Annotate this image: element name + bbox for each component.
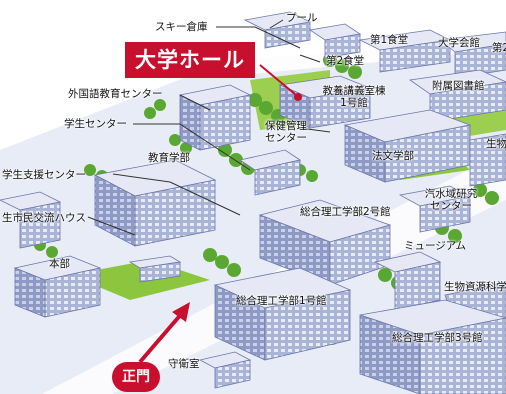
label-health-center-line1: 保健管理 (265, 120, 307, 132)
label-lecture-building-1-line2: 1号館 (340, 97, 368, 109)
label-brackish-line1: 汽水域研究 (424, 188, 478, 200)
label-engineering-2: 総合理工学部2号館 (300, 206, 391, 218)
label-cafeteria-2: 第2食堂 (326, 55, 365, 67)
label-engineering-3: 総合理工学部3号館 (392, 332, 483, 344)
label-foreign-language-center: 外国語教育センター (68, 88, 163, 100)
label-library: 附属図書館 (432, 80, 485, 92)
label-education: 教育学部 (148, 152, 190, 164)
label-guard-room: 守衛室 (168, 358, 200, 370)
label-lecture-building-1: 教養講義室棟 1号館 (314, 85, 394, 109)
label-biology-cut: 生物 (486, 138, 506, 150)
label-law-letters: 法文学部 (372, 150, 414, 162)
university-hall-label[interactable]: 大学ホール (125, 42, 255, 78)
label-cut-2: 第2 (492, 42, 506, 54)
label-student-support-center: 学生支援センター (2, 169, 86, 181)
label-ski-storage: スキー倉庫 (155, 21, 208, 33)
main-gate-label[interactable]: 正門 (112, 362, 160, 392)
label-exchange-house: 生市民交流ハウス (2, 212, 86, 224)
label-museum: ミュージアム (404, 240, 467, 252)
label-health-center-line2: センター (265, 132, 307, 144)
label-health-center: 保健管理 センター (256, 120, 316, 144)
label-engineering-1: 総合理工学部1号館 (236, 295, 327, 307)
label-headquarters: 本部 (49, 258, 70, 270)
label-student-center: 学生センター (64, 118, 127, 130)
label-cafeteria-1: 第1食堂 (370, 34, 409, 46)
label-brackish-water-center: 汽水域研究 センター (415, 188, 487, 212)
label-university-kaikan: 大学会館 (438, 37, 480, 49)
label-pool: プール (286, 12, 318, 24)
label-bio-resources: 生物資源科学 (444, 281, 506, 293)
label-brackish-line2: センター (430, 200, 472, 212)
label-lecture-building-1-line1: 教養講義室棟 (322, 85, 386, 97)
